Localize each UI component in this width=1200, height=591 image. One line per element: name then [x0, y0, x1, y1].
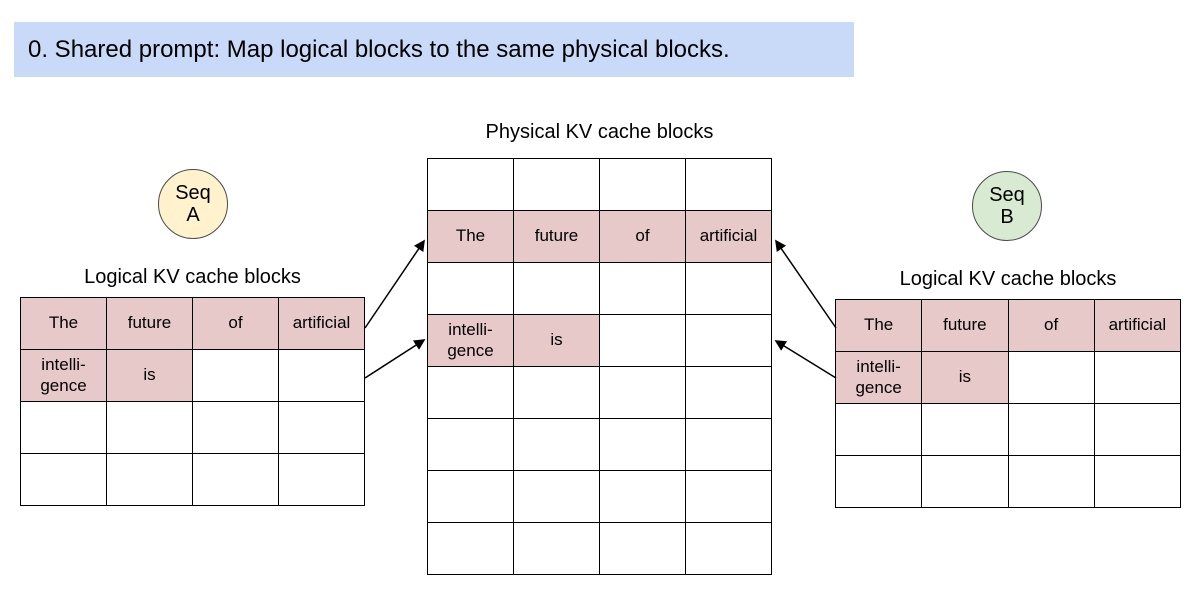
table-cell — [513, 470, 600, 523]
table-row: intelli- gence is — [20, 349, 365, 402]
table-cell — [427, 366, 514, 419]
table-cell — [599, 366, 686, 419]
logical-a-table-title: Logical KV cache blocks — [84, 266, 301, 288]
seq-b-badge: Seq B — [972, 171, 1042, 241]
table-cell: future — [921, 299, 1009, 352]
table-row: intelli- gence is — [834, 351, 1182, 404]
table-cell: is — [513, 314, 600, 367]
table-row: The future of artificial — [427, 210, 772, 263]
table-cell — [599, 418, 686, 471]
table-cell — [513, 158, 600, 211]
table-cell — [427, 470, 514, 523]
table-row — [834, 455, 1182, 508]
table-cell: The — [20, 297, 107, 350]
table-cell — [278, 401, 365, 454]
table-row: intelli- gence is — [427, 314, 772, 367]
table-cell — [685, 470, 772, 523]
table-cell: artificial — [1093, 299, 1182, 352]
table-cell: of — [1007, 299, 1095, 352]
table-cell — [427, 262, 514, 315]
table-cell — [106, 453, 193, 506]
table-row — [20, 401, 365, 454]
table-cell: is — [921, 351, 1009, 404]
table-row — [427, 366, 772, 419]
table-row — [834, 403, 1182, 456]
table-cell: artificial — [685, 210, 772, 263]
step-banner-text: 0. Shared prompt: Map logical blocks to … — [28, 35, 730, 63]
physical-table-title: Physical KV cache blocks — [485, 121, 714, 143]
table-cell — [685, 314, 772, 367]
table-cell: artificial — [278, 297, 365, 350]
table-row: The future of artificial — [834, 299, 1182, 352]
table-cell: intelli- gence — [834, 351, 923, 404]
table-cell — [513, 262, 600, 315]
table-row — [20, 453, 365, 506]
table-cell — [834, 455, 923, 508]
logical-kv-table-b: The future of artificial intelli- gence … — [834, 299, 1182, 508]
table-row — [427, 522, 772, 575]
table-cell — [921, 403, 1009, 456]
table-cell: of — [192, 297, 279, 350]
table-cell — [685, 158, 772, 211]
table-cell: is — [106, 349, 193, 402]
table-row — [427, 418, 772, 471]
table-cell — [685, 366, 772, 419]
table-cell — [599, 314, 686, 367]
table-cell: The — [834, 299, 923, 352]
table-cell — [1007, 351, 1095, 404]
table-cell — [1093, 403, 1182, 456]
table-row — [427, 262, 772, 315]
table-cell — [834, 403, 923, 456]
physical-kv-table: The future of artificial intelli- gence … — [427, 158, 772, 575]
table-cell — [278, 349, 365, 402]
table-cell — [427, 418, 514, 471]
table-cell — [427, 522, 514, 575]
table-cell — [1007, 403, 1095, 456]
table-cell — [1093, 455, 1182, 508]
table-cell — [192, 401, 279, 454]
table-cell — [427, 158, 514, 211]
table-cell — [513, 418, 600, 471]
arrow-logical-b-row2-to-physical — [774, 340, 837, 379]
table-cell — [921, 455, 1009, 508]
table-cell — [106, 401, 193, 454]
arrow-logical-b-row1-to-physical — [775, 239, 837, 329]
table-cell — [599, 470, 686, 523]
table-cell: future — [513, 210, 600, 263]
table-row — [427, 158, 772, 211]
table-cell — [513, 522, 600, 575]
table-cell — [1007, 455, 1095, 508]
table-cell: intelli- gence — [20, 349, 107, 402]
table-row — [427, 470, 772, 523]
seq-b-label: Seq B — [989, 183, 1025, 228]
table-cell — [1093, 351, 1182, 404]
table-cell — [192, 453, 279, 506]
arrow-logical-a-row1-to-physical — [364, 239, 425, 329]
table-cell: The — [427, 210, 514, 263]
table-cell: future — [106, 297, 193, 350]
table-cell — [599, 522, 686, 575]
seq-a-label: Seq A — [175, 181, 211, 226]
arrow-logical-a-row2-to-physical — [364, 339, 426, 379]
table-cell — [192, 349, 279, 402]
table-row: The future of artificial — [20, 297, 365, 350]
table-cell — [20, 453, 107, 506]
table-cell — [685, 522, 772, 575]
logical-b-table-title: Logical KV cache blocks — [899, 268, 1117, 290]
logical-kv-table-a: The future of artificial intelli- gence … — [20, 297, 365, 506]
table-cell — [20, 401, 107, 454]
table-cell: intelli- gence — [427, 314, 514, 367]
table-cell — [278, 453, 365, 506]
table-cell — [685, 418, 772, 471]
table-cell — [599, 262, 686, 315]
table-cell: of — [599, 210, 686, 263]
table-cell — [685, 262, 772, 315]
table-cell — [599, 158, 686, 211]
seq-a-badge: Seq A — [158, 169, 228, 239]
step-banner: 0. Shared prompt: Map logical blocks to … — [14, 22, 854, 77]
table-cell — [513, 366, 600, 419]
